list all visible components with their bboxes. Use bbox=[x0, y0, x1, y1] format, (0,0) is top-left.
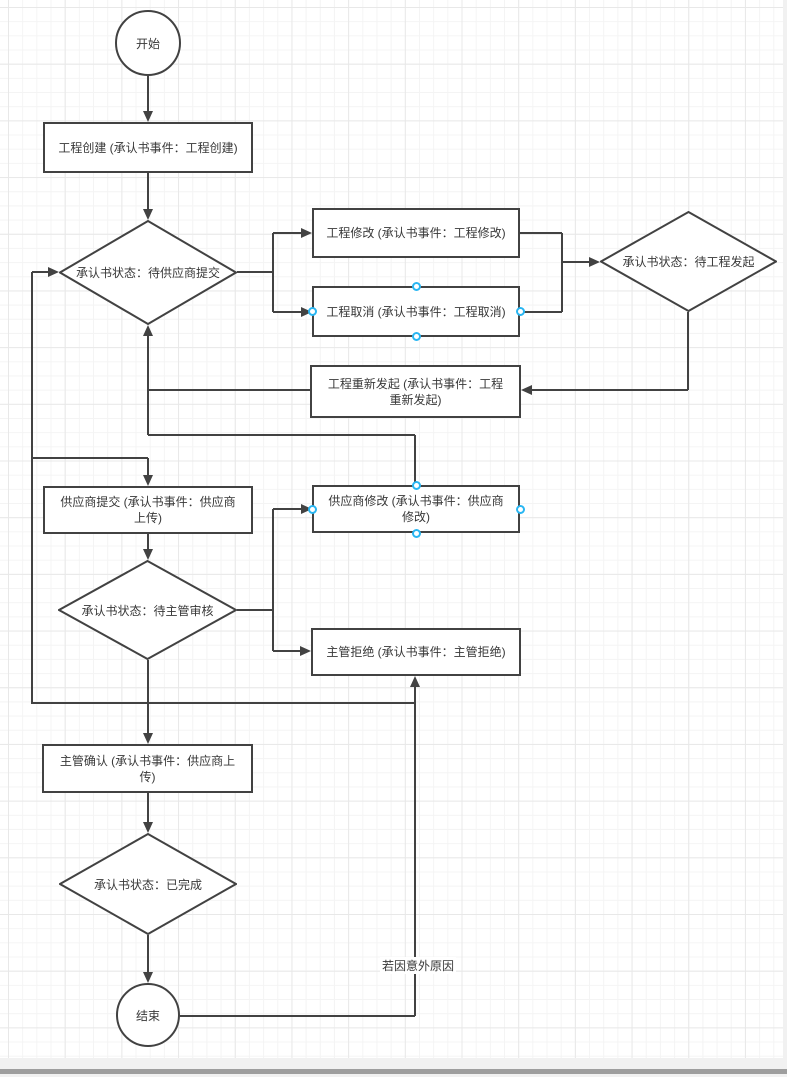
project-cancel-label: 工程取消 (承认书事件：工程取消) bbox=[326, 304, 506, 319]
supplier-modify-node[interactable]: 供应商修改 (承认书事件：供应商修改) bbox=[312, 485, 520, 533]
project-cancel-node[interactable]: 工程取消 (承认书事件：工程取消) bbox=[312, 286, 520, 337]
edge-segment bbox=[414, 686, 416, 1016]
manager-confirm-node[interactable]: 主管确认 (承认书事件：供应商上传) bbox=[42, 744, 253, 793]
diamond-shape bbox=[58, 560, 237, 660]
edge-segment bbox=[180, 1015, 415, 1017]
arrowhead bbox=[410, 676, 420, 687]
manager-confirm-label: 主管确认 (承认书事件：供应商上传) bbox=[59, 753, 236, 784]
edge-segment bbox=[687, 312, 689, 390]
edge-segment bbox=[562, 261, 589, 263]
edge-segment bbox=[32, 457, 148, 459]
edge-segment bbox=[148, 389, 310, 391]
connection-point[interactable] bbox=[516, 505, 525, 514]
state-wait-manager-review-label: 承认书状态：待主管审核 bbox=[81, 603, 214, 618]
edge-segment bbox=[147, 793, 149, 823]
edge-segment bbox=[148, 434, 415, 436]
state-completed-node[interactable]: 承认书状态：已完成 bbox=[59, 833, 237, 935]
supplier-submit-label: 供应商提交 (承认书事件：供应商上传) bbox=[60, 495, 236, 525]
edge-segment bbox=[147, 335, 149, 435]
arrowhead bbox=[143, 325, 153, 336]
edge-segment bbox=[32, 271, 49, 273]
canvas-bottom-edge bbox=[0, 1058, 787, 1077]
connection-point[interactable] bbox=[412, 282, 421, 291]
edge-segment bbox=[273, 650, 300, 652]
arrowhead bbox=[48, 267, 59, 277]
edge-segment bbox=[561, 233, 563, 312]
arrowhead bbox=[301, 228, 312, 238]
canvas-right-edge bbox=[783, 0, 787, 1058]
edge-segment bbox=[532, 389, 688, 391]
edge-segment bbox=[520, 311, 562, 313]
edge-label-unexpected-reason: 若因意外原因 bbox=[380, 957, 457, 974]
state-completed-label: 承认书状态：已完成 bbox=[93, 877, 202, 892]
project-reinitiate-node[interactable]: 工程重新发起 (承认书事件：工程重新发起) bbox=[310, 365, 521, 418]
diamond-shape bbox=[59, 220, 237, 325]
edge-segment bbox=[147, 660, 149, 734]
project-modify-label: 工程修改 (承认书事件：工程修改) bbox=[326, 226, 506, 240]
supplier-submit-node[interactable]: 供应商提交 (承认书事件：供应商上传) bbox=[43, 486, 253, 534]
connection-point[interactable] bbox=[412, 332, 421, 341]
edge-segment bbox=[520, 232, 562, 234]
end-node[interactable]: 结束 bbox=[116, 983, 180, 1047]
edge-segment bbox=[147, 458, 149, 476]
state-wait-project-initiate-label: 承认书状态：待工程发起 bbox=[622, 255, 755, 269]
arrowhead bbox=[300, 646, 311, 656]
connection-point[interactable] bbox=[412, 481, 421, 490]
start-node[interactable]: 开始 bbox=[115, 10, 181, 76]
edge-segment bbox=[273, 311, 301, 313]
arrowhead bbox=[589, 257, 600, 267]
arrowhead bbox=[143, 475, 153, 486]
arrowhead bbox=[301, 504, 312, 514]
supplier-modify-label: 供应商修改 (承认书事件：供应商修改) bbox=[328, 494, 504, 524]
edge-segment bbox=[147, 76, 149, 112]
state-wait-supplier-submit-label: 承认书状态：待供应商提交 bbox=[75, 266, 220, 280]
edge-segment bbox=[273, 508, 301, 510]
arrowhead bbox=[143, 822, 153, 833]
state-wait-manager-review-node[interactable]: 承认书状态：待主管审核 bbox=[58, 560, 237, 660]
edge-segment bbox=[414, 435, 416, 485]
horizontal-scrollbar[interactable] bbox=[0, 1069, 787, 1074]
state-wait-project-initiate-node[interactable]: 承认书状态：待工程发起 bbox=[600, 211, 777, 312]
edge-segment bbox=[147, 534, 149, 550]
diamond-shape bbox=[600, 211, 777, 312]
start-label: 开始 bbox=[135, 36, 160, 51]
arrowhead bbox=[301, 307, 312, 317]
edge-segment bbox=[273, 232, 301, 234]
connection-point[interactable] bbox=[308, 307, 317, 316]
edge-segment bbox=[272, 509, 274, 651]
manager-reject-label: 主管拒绝 (承认书事件：主管拒绝) bbox=[326, 645, 506, 659]
manager-reject-node[interactable]: 主管拒绝 (承认书事件：主管拒绝) bbox=[311, 628, 521, 676]
connection-point[interactable] bbox=[308, 505, 317, 514]
edge-segment bbox=[147, 173, 149, 210]
connection-point[interactable] bbox=[412, 529, 421, 538]
arrowhead bbox=[143, 111, 153, 122]
diamond-shape bbox=[59, 833, 237, 935]
connection-point[interactable] bbox=[516, 307, 525, 316]
end-label: 结束 bbox=[135, 1008, 160, 1023]
edge-segment bbox=[147, 935, 149, 973]
project-reinitiate-label: 工程重新发起 (承认书事件：工程重新发起) bbox=[327, 376, 504, 407]
arrowhead bbox=[143, 733, 153, 744]
edge-segment bbox=[32, 702, 415, 704]
arrowhead bbox=[521, 385, 532, 395]
arrowhead bbox=[143, 972, 153, 983]
edge-segment bbox=[237, 271, 273, 273]
project-create-label: 工程创建 (承认书事件：工程创建) bbox=[58, 140, 238, 155]
arrowhead bbox=[143, 549, 153, 560]
project-create-node[interactable]: 工程创建 (承认书事件：工程创建) bbox=[43, 122, 253, 173]
project-modify-node[interactable]: 工程修改 (承认书事件：工程修改) bbox=[312, 208, 520, 258]
edge-segment bbox=[237, 609, 273, 611]
state-wait-supplier-submit-node[interactable]: 承认书状态：待供应商提交 bbox=[59, 220, 237, 325]
arrowhead bbox=[143, 209, 153, 220]
edge-segment bbox=[31, 272, 33, 704]
edge-segment bbox=[272, 233, 274, 312]
